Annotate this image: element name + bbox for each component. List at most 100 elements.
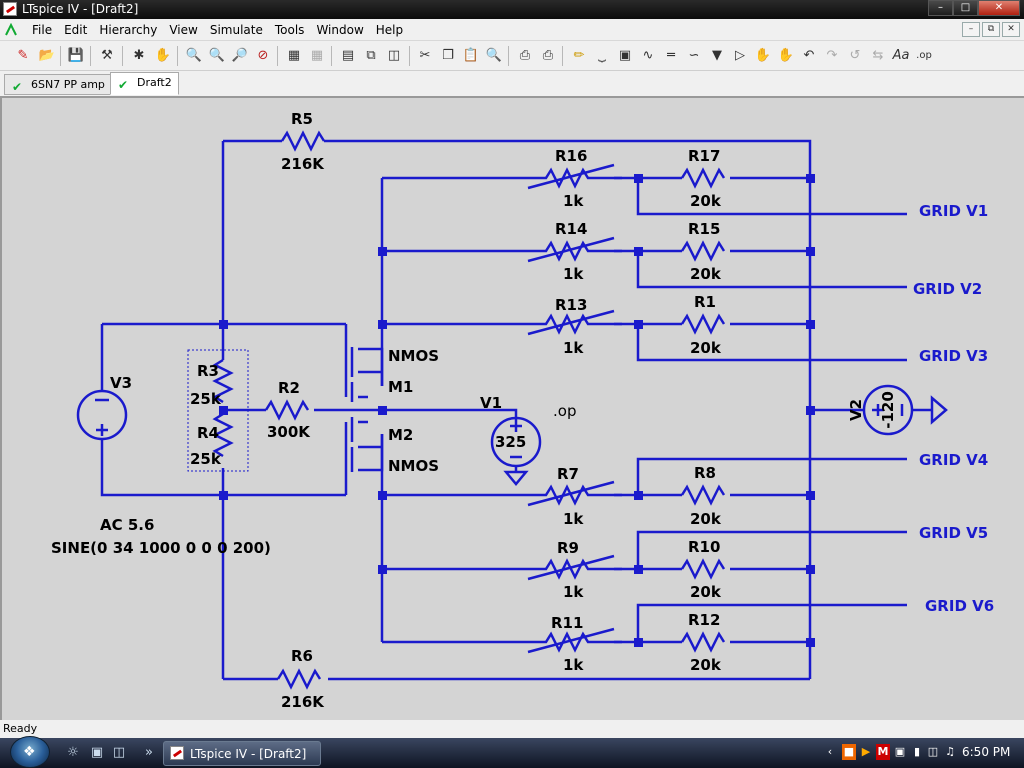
new-schematic-icon[interactable]: ✎ — [17, 48, 29, 63]
taskbar-item-ltspice[interactable]: LTspice IV - [Draft2] — [163, 741, 321, 766]
menu-hierarchy[interactable]: Hierarchy — [99, 23, 158, 37]
v1-value: 325 — [495, 433, 526, 451]
clock[interactable]: 6:50 PM — [962, 745, 1011, 759]
diode-icon[interactable]: ▼ — [712, 48, 722, 63]
control-panel-icon[interactable]: ⚒ — [101, 48, 113, 63]
r2-value: 300K — [267, 423, 311, 441]
document-tabs: ✔ 6SN7 PP amp ✔ Draft2 — [0, 71, 1024, 96]
menu-window[interactable]: Window — [316, 23, 364, 37]
m1-name: M1 — [388, 378, 413, 396]
component-icon[interactable]: ▷ — [735, 48, 745, 63]
move-icon[interactable]: ✋ — [754, 48, 772, 63]
start-button[interactable]: ❖ — [10, 736, 50, 768]
mdi-close-button[interactable]: ✕ — [1002, 22, 1020, 37]
mirror-icon[interactable]: ⇆ — [872, 48, 884, 63]
tab-6sn7-pp-amp[interactable]: ✔ 6SN7 PP amp — [4, 74, 112, 95]
drag-icon[interactable]: ✋ — [777, 48, 795, 63]
r1-name: R1 — [694, 293, 716, 311]
switch-windows-icon[interactable]: ◫ — [112, 745, 126, 760]
quick-launch-overflow-icon[interactable]: » — [145, 745, 153, 760]
tray-app-icon[interactable]: ■ — [842, 744, 856, 760]
title-bar: LTspice IV - [Draft2] – □ ✕ — [0, 0, 1024, 19]
tray-mcafee-icon[interactable]: M — [876, 744, 890, 760]
r2-name: R2 — [278, 379, 300, 397]
menu-simulate[interactable]: Simulate — [209, 23, 263, 37]
sources — [76, 384, 948, 486]
net-label-grid-v1[interactable]: GRID V1 — [919, 202, 988, 220]
menu-file[interactable]: File — [32, 23, 53, 37]
net-label-grid-v3[interactable]: GRID V3 — [919, 347, 988, 365]
tab-draft2[interactable]: ✔ Draft2 — [110, 72, 179, 95]
tray-battery-icon[interactable]: ▮ — [913, 745, 921, 758]
tray-volume-icon[interactable]: ♫ — [945, 745, 955, 758]
schematic-icon: ✔ — [12, 80, 23, 94]
tray-player-icon[interactable]: ▶ — [861, 745, 871, 758]
tile-horizontal-icon[interactable]: ▤ — [341, 48, 355, 63]
menu-help[interactable]: Help — [375, 23, 404, 37]
r14-name: R14 — [555, 220, 587, 238]
op-directive[interactable]: .op — [553, 402, 576, 420]
print-setup-icon[interactable]: ⎙ — [519, 48, 531, 63]
find-icon[interactable]: 🔍 — [485, 48, 503, 63]
cut-icon[interactable]: ✂ — [419, 48, 431, 63]
zoom-cancel-icon[interactable]: ⊘ — [257, 48, 269, 63]
r3-value: 25k — [190, 390, 222, 408]
r12-value: 20k — [690, 656, 722, 674]
wires — [100, 139, 932, 681]
document-icon[interactable] — [4, 23, 18, 37]
tray-expand-icon[interactable]: ‹ — [827, 745, 833, 758]
m1-model: NMOS — [388, 347, 439, 365]
paste-icon[interactable]: 📋 — [462, 48, 480, 63]
net-label-grid-v5[interactable]: GRID V5 — [919, 524, 988, 542]
ltspice-app-icon[interactable] — [3, 2, 17, 16]
save-icon[interactable]: 💾 — [67, 48, 85, 63]
maximize-button[interactable]: □ — [953, 0, 978, 16]
copy-icon[interactable]: ❐ — [442, 48, 454, 63]
menu-edit[interactable]: Edit — [64, 23, 88, 37]
r15-name: R15 — [688, 220, 720, 238]
menu-view[interactable]: View — [169, 23, 198, 37]
undo-icon[interactable]: ↶ — [803, 48, 815, 63]
ground-icon[interactable]: ⏟ — [598, 48, 606, 63]
run-icon[interactable]: ✱ — [133, 48, 145, 63]
r12-name: R12 — [688, 611, 720, 629]
junctions — [219, 174, 815, 647]
internet-explorer-icon[interactable]: ☼ — [67, 745, 79, 760]
cascade-icon[interactable]: ⧉ — [366, 48, 376, 63]
schematic-canvas[interactable]: R5 216K R6 216K R3 25k R4 25k R2 300K R1… — [0, 96, 1024, 720]
tray-network-icon[interactable]: ◫ — [927, 745, 939, 758]
rotate-icon[interactable]: ↺ — [849, 48, 861, 63]
wire-icon[interactable]: ✏ — [573, 48, 585, 63]
net-label-grid-v2[interactable]: GRID V2 — [913, 280, 982, 298]
close-button[interactable]: ✕ — [978, 0, 1020, 16]
tile-vertical-icon[interactable]: ◫ — [387, 48, 401, 63]
redo-icon[interactable]: ↷ — [826, 48, 838, 63]
schematic-drawing: R5 216K R6 216K R3 25k R4 25k R2 300K R1… — [51, 110, 994, 711]
net-label-grid-v6[interactable]: GRID V6 — [925, 597, 994, 615]
resistor-icon[interactable]: ∿ — [642, 48, 654, 63]
capacitor-icon[interactable]: ═ — [667, 48, 675, 63]
halt-icon[interactable]: ✋ — [154, 48, 172, 63]
tray-monitor-icon[interactable]: ▣ — [894, 745, 906, 758]
text-icon[interactable]: Aa — [892, 48, 910, 63]
print-icon[interactable]: ⎙ — [542, 48, 554, 63]
autorange-icon[interactable]: ▦ — [287, 48, 301, 63]
minimize-button[interactable]: – — [928, 0, 953, 16]
grid-icon[interactable]: ▦ — [310, 48, 324, 63]
menu-bar: File Edit Hierarchy View Simulate Tools … — [0, 19, 1024, 41]
menu-tools[interactable]: Tools — [274, 23, 305, 37]
r10-value: 20k — [690, 583, 722, 601]
label-net-icon[interactable]: ▣ — [618, 48, 632, 63]
show-desktop-icon[interactable]: ▣ — [90, 745, 104, 760]
pan-icon[interactable]: 🔍 — [208, 48, 226, 63]
zoom-out-icon[interactable]: 🔎 — [231, 48, 249, 63]
mdi-restore-button[interactable]: ⧉ — [982, 22, 1000, 37]
spice-directive-icon[interactable]: .op — [916, 50, 932, 61]
net-label-grid-v4[interactable]: GRID V4 — [919, 451, 988, 469]
selection-box — [187, 349, 249, 472]
mdi-minimize-button[interactable]: – — [962, 22, 980, 37]
open-icon[interactable]: 📂 — [38, 48, 56, 63]
v2-name: V2 — [847, 399, 865, 421]
inductor-icon[interactable]: ∽ — [688, 48, 700, 63]
zoom-in-icon[interactable]: 🔍 — [185, 48, 203, 63]
